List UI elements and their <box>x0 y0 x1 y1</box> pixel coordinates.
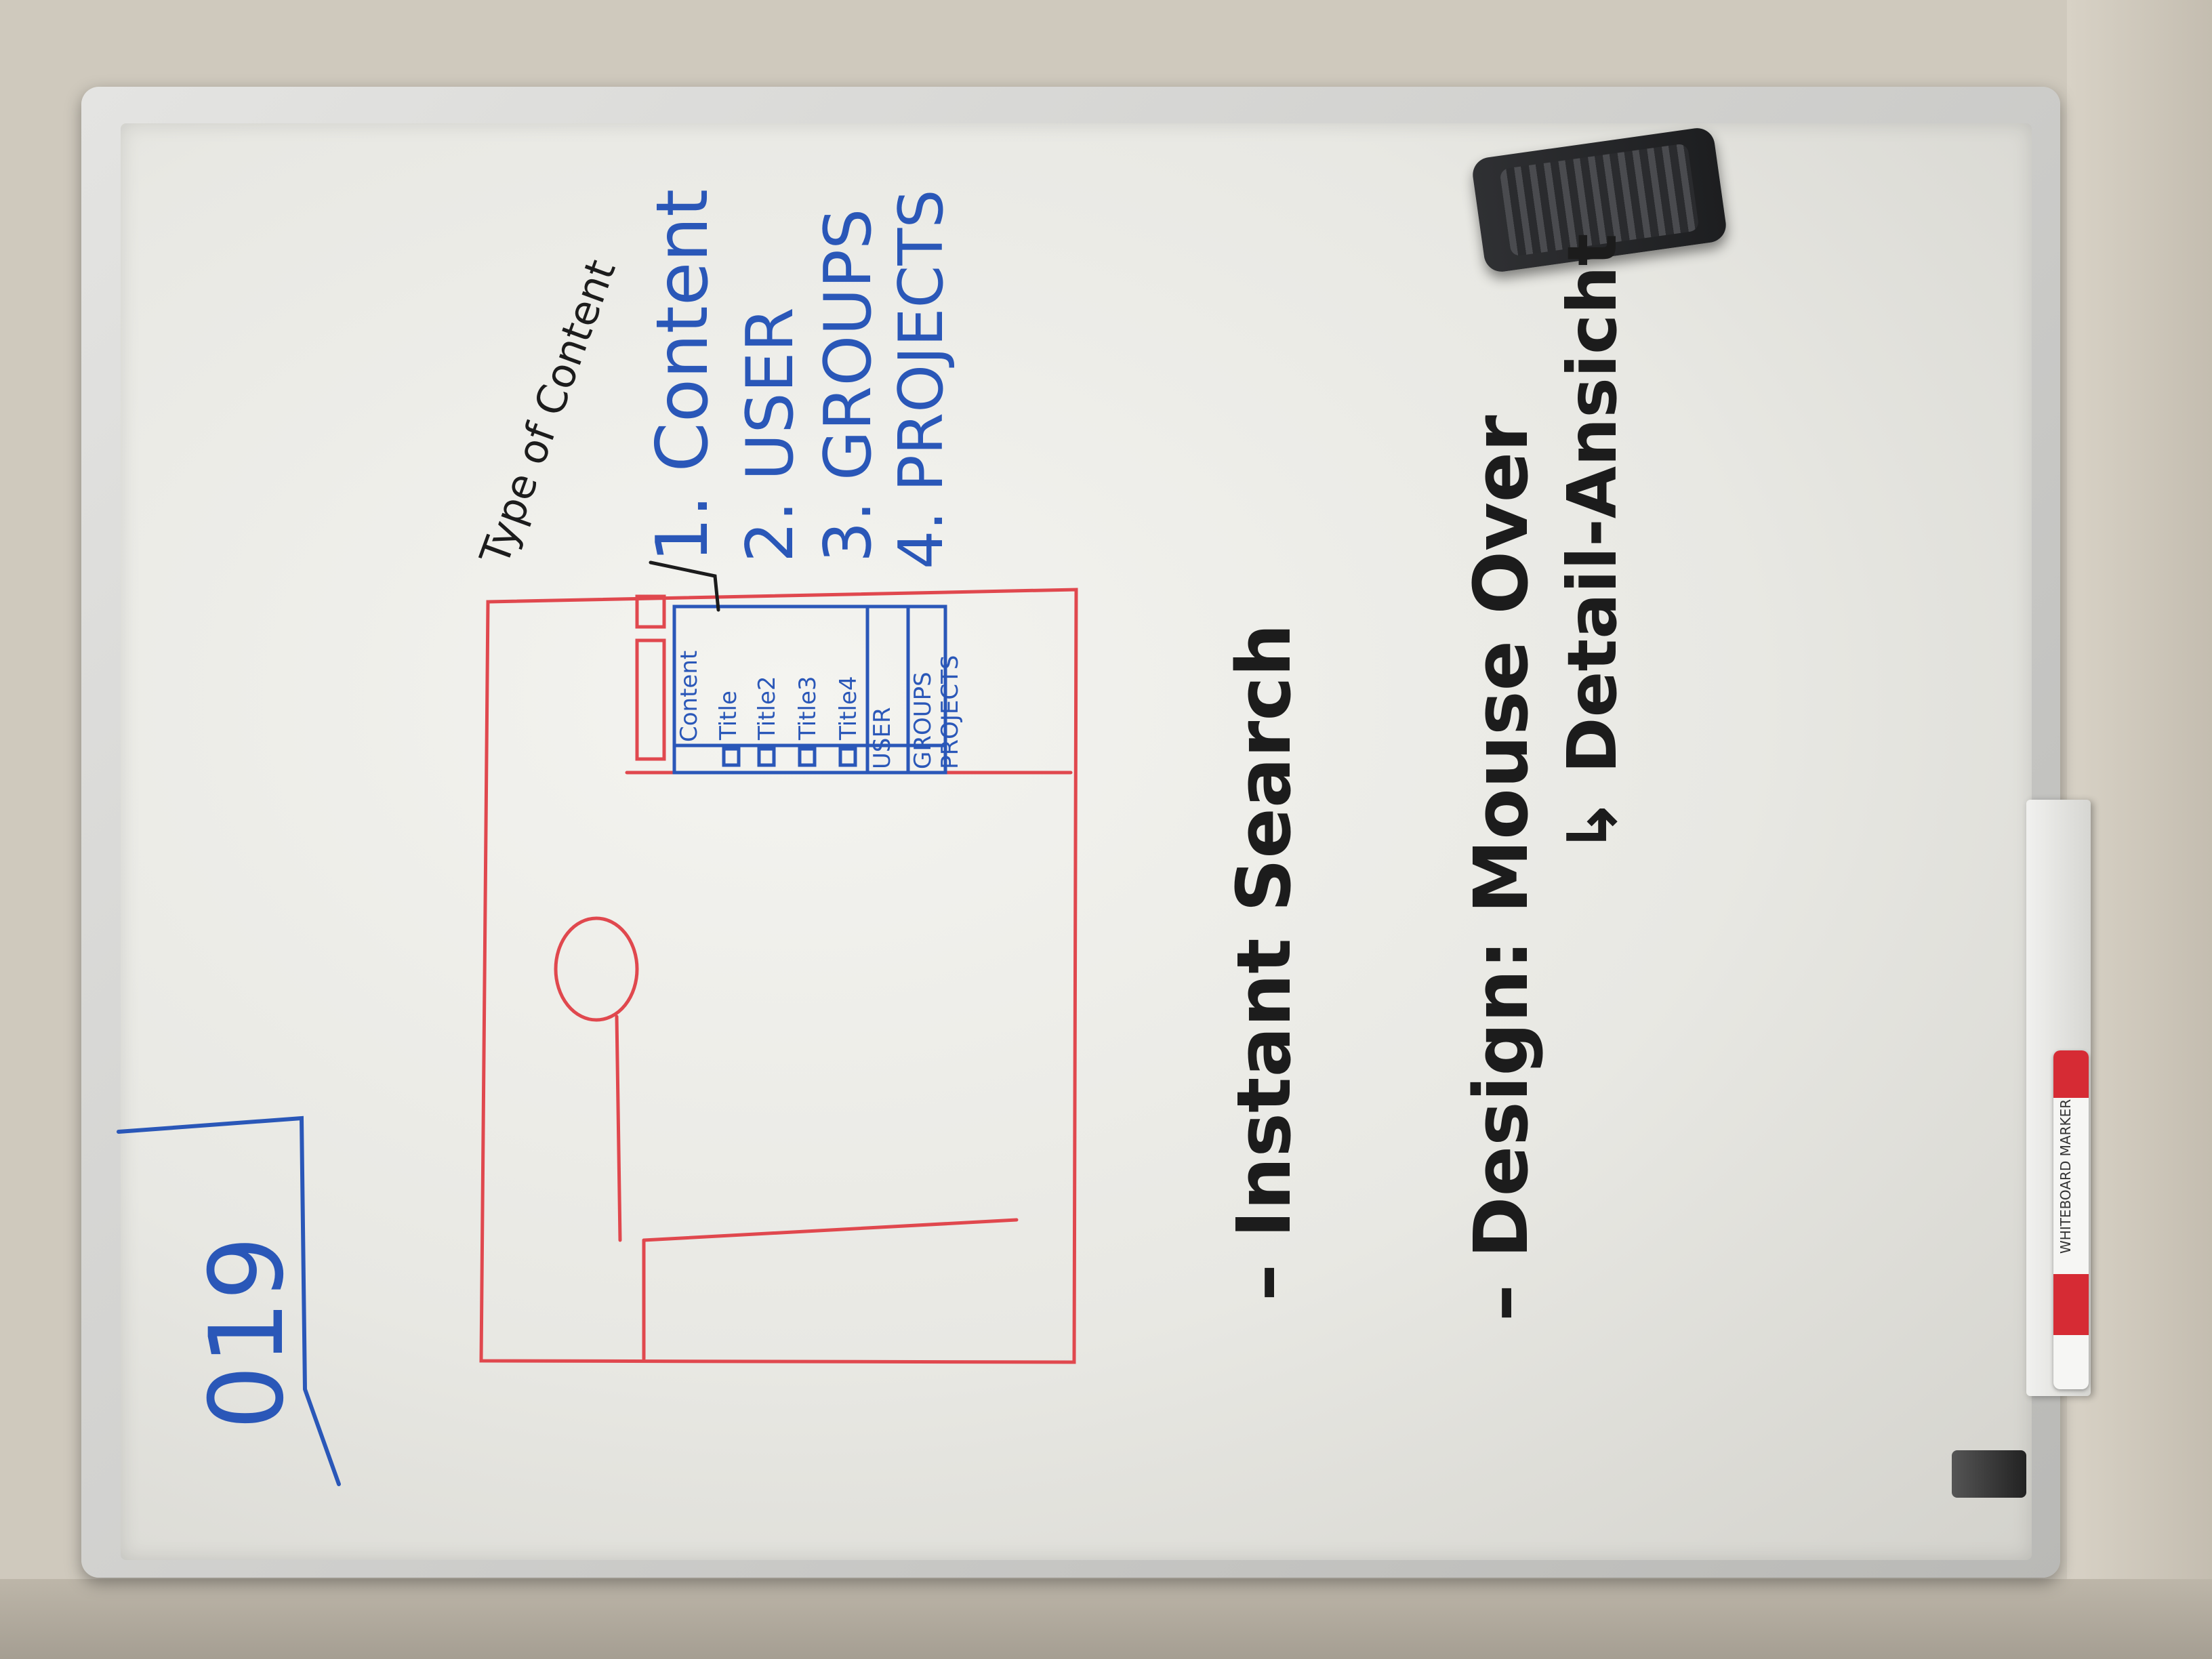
dropdown-result: Title4 <box>835 676 862 741</box>
content-type-item: 4. PROJECTS <box>886 189 957 569</box>
wall <box>2067 0 2212 1659</box>
page-number-box <box>117 1115 341 1486</box>
board-clip <box>1952 1450 2026 1498</box>
detail-view-note: ↳ Detail-Ansicht <box>1553 233 1632 854</box>
whiteboard-marker: WHITEBOARD MARKER <box>2053 1050 2089 1389</box>
dropdown-result: Title3 <box>794 676 821 741</box>
content-type-item: 3. GROUPS <box>811 208 886 562</box>
annotation-arrow <box>649 560 720 612</box>
search-dropdown <box>672 605 947 775</box>
footer-line <box>642 1218 1019 1242</box>
design-note: – Design: Mouse Over <box>1458 415 1544 1322</box>
dropdown-category-tab: Content <box>676 650 703 742</box>
dropdown-panel <box>672 605 947 775</box>
dropdown-section: USER <box>869 707 896 769</box>
result-checkbox <box>722 747 741 767</box>
search-button <box>635 594 666 629</box>
instant-search-note: – Instant Search <box>1221 623 1307 1301</box>
avatar-line <box>615 1015 622 1242</box>
avatar-circle <box>554 916 639 1022</box>
result-checkbox <box>798 747 817 767</box>
content-type-item: 2. USER <box>733 307 808 562</box>
marker-band <box>2053 1274 2089 1335</box>
wall-bottom <box>0 1579 2212 1659</box>
dropdown-result: Title2 <box>754 676 781 741</box>
dropdown-section: GROUPS <box>909 672 937 769</box>
search-field <box>635 638 666 761</box>
dropdown-result: Title <box>715 691 742 740</box>
content-type-item: 1. Content <box>641 188 724 562</box>
result-checkbox <box>838 747 857 767</box>
dropdown-section: PROJECTS <box>937 655 964 770</box>
result-checkbox <box>757 747 776 767</box>
page-frame <box>479 588 1078 1364</box>
page-number: 019 <box>188 1235 306 1430</box>
marker-cap <box>2053 1050 2089 1098</box>
